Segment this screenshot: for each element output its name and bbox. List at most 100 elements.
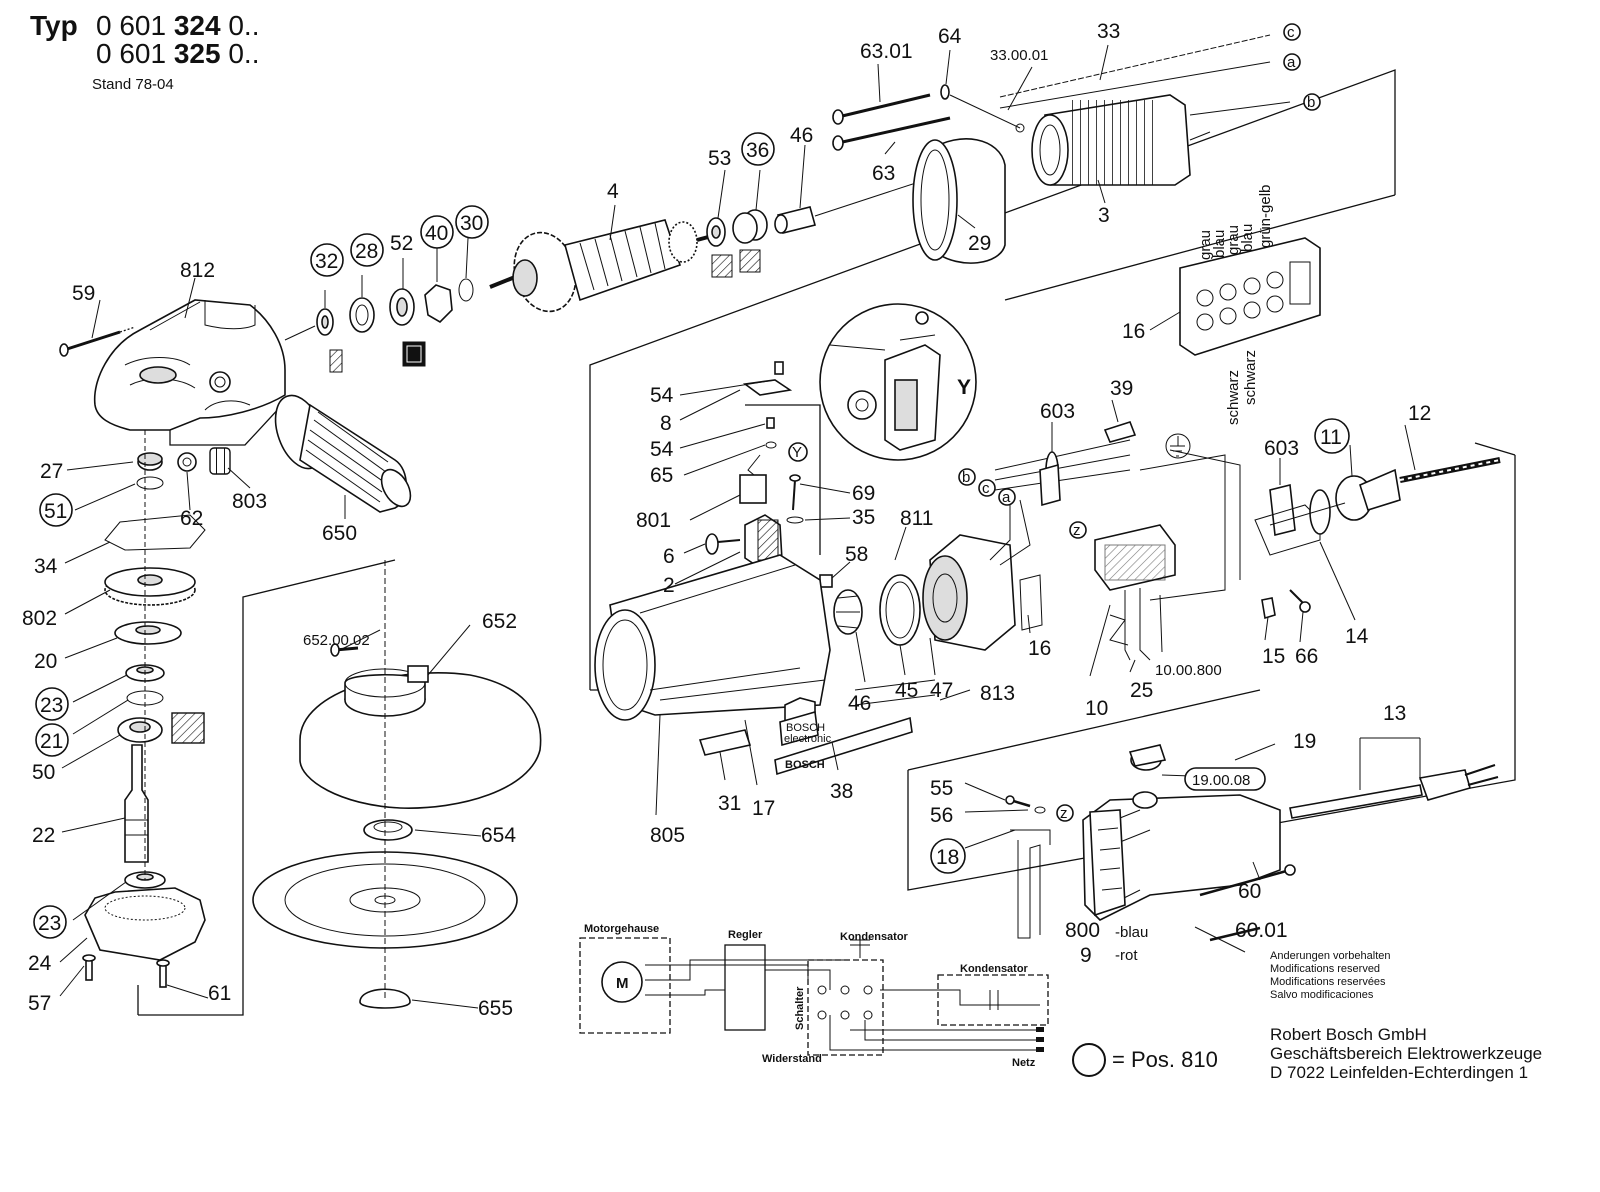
label-Y: Y <box>957 376 971 399</box>
label-60: 60 <box>1238 880 1261 903</box>
label-800: 800 <box>1065 919 1100 942</box>
armature-bearing-parts <box>706 179 926 278</box>
label-655: 655 <box>478 997 513 1020</box>
label-650: 650 <box>322 522 357 545</box>
ref-z-handle: z <box>1060 805 1068 822</box>
ref-z-switch: z <box>1073 522 1081 539</box>
leader-lines <box>59 44 1416 1009</box>
label-34: 34 <box>34 555 58 578</box>
label-56: 56 <box>930 804 953 827</box>
label-29: 29 <box>968 232 991 255</box>
label-654: 654 <box>481 824 516 847</box>
label-40: 40 <box>425 222 448 245</box>
label-33: 33 <box>1097 20 1120 43</box>
label-28: 28 <box>355 240 378 263</box>
label-54b: 54 <box>650 438 674 461</box>
label-811: 811 <box>900 507 933 530</box>
legend-text: = Pos. <box>1112 1047 1175 1072</box>
label-69: 69 <box>852 482 875 505</box>
label-55: 55 <box>930 777 953 800</box>
ref-Y-small: Y <box>792 444 802 461</box>
label-61: 61 <box>208 982 231 1005</box>
ref-c-mid: c <box>982 480 990 497</box>
label-22: 22 <box>32 824 55 847</box>
label-60-01: 60.01 <box>1235 919 1288 942</box>
side-handle <box>274 394 412 513</box>
label-65: 65 <box>650 464 673 487</box>
label-16a: 16 <box>1122 320 1145 343</box>
label-8: 8 <box>660 412 672 435</box>
label-802: 802 <box>22 607 57 630</box>
label-58: 58 <box>845 543 868 566</box>
label-blau: -blau <box>1115 924 1148 941</box>
label-64: 64 <box>938 25 962 48</box>
label-rot: -rot <box>1115 947 1138 964</box>
wire-gruen-gelb: grün-gelb <box>1257 185 1274 248</box>
baffle-ring <box>912 138 1006 264</box>
label-53: 53 <box>708 147 731 170</box>
cable-grommet <box>1269 457 1501 535</box>
wiring-harness <box>989 421 1321 661</box>
ref-a-top: a <box>1287 54 1296 71</box>
label-15: 15 <box>1262 645 1285 668</box>
label-39: 39 <box>1110 377 1133 400</box>
label-23b: 23 <box>38 912 61 935</box>
terminal-wire-labels: grau blau grau blau grün-gelb schwarz sc… <box>1197 185 1274 425</box>
label-13: 13 <box>1383 702 1406 725</box>
company-name: Robert Bosch GmbH <box>1270 1025 1427 1044</box>
wire-blau-1: blau <box>1211 230 1228 258</box>
wire-grau-1: grau <box>1197 230 1214 260</box>
label-805: 805 <box>650 824 685 847</box>
label-19-00-08: 19.00.08 <box>1192 772 1250 789</box>
label-11: 11 <box>1320 426 1342 449</box>
label-17: 17 <box>752 797 775 820</box>
typ-label: Typ <box>30 10 78 41</box>
label-52: 52 <box>390 232 413 255</box>
label-2: 2 <box>663 574 675 597</box>
label-9: 9 <box>1080 944 1092 967</box>
end-shield <box>833 534 1043 706</box>
legend-pos-810: = Pos. 810 <box>1072 1043 1218 1077</box>
brand-badge: BOSCH electronic <box>779 710 832 747</box>
ref-b-mid: b <box>962 469 970 486</box>
label-652-00-02: 652.00.02 <box>303 632 370 649</box>
label-20: 20 <box>34 650 57 673</box>
label-50: 50 <box>32 761 55 784</box>
plate-bosch-text: BOSCH <box>785 759 825 771</box>
motor-M: M <box>616 975 629 992</box>
label-62: 62 <box>180 507 203 530</box>
armature <box>489 219 713 313</box>
label-25: 25 <box>1130 679 1153 702</box>
wire-grau-2: grau <box>1225 225 1242 255</box>
label-36: 36 <box>746 139 769 162</box>
label-19: 19 <box>1293 730 1316 753</box>
label-kondensator-1: Kondensator <box>840 931 909 943</box>
label-motorgehause: Motorgehause <box>584 923 659 935</box>
label-regler: Regler <box>728 929 763 941</box>
label-12: 12 <box>1408 402 1431 425</box>
gear-head-assembly <box>59 299 286 988</box>
label-652: 652 <box>482 610 517 633</box>
ref-a-mid: a <box>1002 489 1011 506</box>
label-6: 6 <box>663 545 675 568</box>
label-603a: 603 <box>1040 400 1075 423</box>
label-21: 21 <box>40 730 63 753</box>
note-line-en: Modifications reserved <box>1270 963 1381 975</box>
wire-schwarz-2: schwarz <box>1242 350 1259 405</box>
detail-Y <box>819 303 977 461</box>
label-45: 45 <box>895 679 918 702</box>
label-46b: 46 <box>848 692 871 715</box>
label-66: 66 <box>1295 645 1318 668</box>
stand-date: Stand 78-04 <box>92 76 174 93</box>
part-labels: 59 812 27 51 62 803 34 802 20 23 21 50 2… <box>22 20 1431 1020</box>
label-63-01: 63.01 <box>860 40 913 63</box>
label-30: 30 <box>460 212 483 235</box>
label-4: 4 <box>607 180 619 203</box>
bearing-row <box>284 278 474 373</box>
label-14: 14 <box>1345 625 1369 648</box>
ref-b-top: b <box>1307 94 1315 111</box>
label-kondensator-2: Kondensator <box>960 963 1029 975</box>
ref-c-top: c <box>1287 24 1295 41</box>
company-city: D 7022 Leinfelden-Echterdingen 1 <box>1270 1063 1529 1082</box>
